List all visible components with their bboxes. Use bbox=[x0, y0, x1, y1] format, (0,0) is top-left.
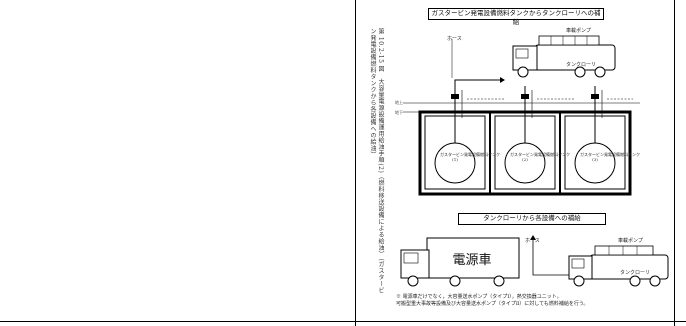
tank-1-label: ガスタービン発電設備燃料タンク (1) bbox=[440, 152, 500, 162]
ground-level-label: 地上 bbox=[395, 100, 403, 105]
top-section-title: ガスタービン発電設備燃料タンクからタンクローリへの補給 bbox=[428, 8, 604, 26]
hose-top-arrowhead bbox=[500, 77, 505, 83]
tank-lorry-top bbox=[512, 35, 616, 78]
bottom-pump-label: 車載ポンプ bbox=[618, 238, 643, 244]
tank-lorry-bottom bbox=[568, 245, 669, 287]
page-border-bottom bbox=[0, 321, 686, 322]
top-pump-label: 車載ポンプ bbox=[566, 28, 591, 34]
fuel-transfer-diagram bbox=[400, 35, 669, 287]
page-border-left bbox=[355, 0, 356, 326]
tank-2-label: ガスタービン発電設備燃料タンク (2) bbox=[510, 152, 570, 162]
tank-1-name: ガスタービン発電設備燃料タンク bbox=[440, 152, 500, 157]
valve-2 bbox=[521, 94, 529, 99]
figure-caption: 第 10.2-15 図 大容量電源設備運用給油手順(2)（燃料移送設備による給油… bbox=[369, 28, 384, 294]
valve-3 bbox=[591, 94, 599, 99]
tank-3-name: ガスタービン発電設備燃料タンク bbox=[580, 152, 640, 157]
blank-panel bbox=[0, 0, 355, 326]
hose-bottom-arrowhead bbox=[530, 235, 536, 240]
power-vehicle-sign: 電源車 bbox=[452, 253, 492, 268]
tank-1-id: (1) bbox=[452, 157, 458, 162]
fuel-tank-1 bbox=[434, 142, 476, 184]
footnote: ※ 電源車だけでなく，大容量送水ポンプ（タイプⅠ），熱交換器ユニット， 可搬型重… bbox=[396, 294, 674, 308]
footnote-line-2: 可搬型重大事故等設備及び大容量送水ポンプ（タイプⅡ）に対しても燃料補給を行う。 bbox=[396, 301, 589, 307]
hose-bottom bbox=[532, 238, 570, 276]
page-border-right bbox=[674, 0, 675, 326]
fuel-tank-2 bbox=[504, 142, 546, 184]
tank-3-id: (3) bbox=[592, 157, 598, 162]
tank-3-label: ガスタービン発電設備燃料タンク (3) bbox=[580, 152, 640, 162]
top-hose-label: ホース bbox=[447, 36, 462, 42]
hose-top bbox=[454, 79, 500, 86]
tank-2-id: (2) bbox=[522, 157, 528, 162]
bottom-hose-label: ホース bbox=[525, 238, 540, 244]
tank-2-name: ガスタービン発電設備燃料タンク bbox=[510, 152, 570, 157]
bottom-section-title: タンクローリから各設備への補給 bbox=[458, 213, 606, 225]
valve-1 bbox=[451, 94, 459, 99]
underground-level-label: 地下 bbox=[395, 110, 403, 115]
fuel-tank-3 bbox=[574, 142, 616, 184]
top-lorry-label: タンクローリ bbox=[566, 62, 597, 68]
bottom-lorry-label: タンクローリ bbox=[620, 270, 651, 276]
power-vehicle bbox=[400, 237, 520, 287]
footnote-line-1: ※ 電源車だけでなく，大容量送水ポンプ（タイプⅠ），熱交換器ユニット， bbox=[396, 294, 562, 300]
